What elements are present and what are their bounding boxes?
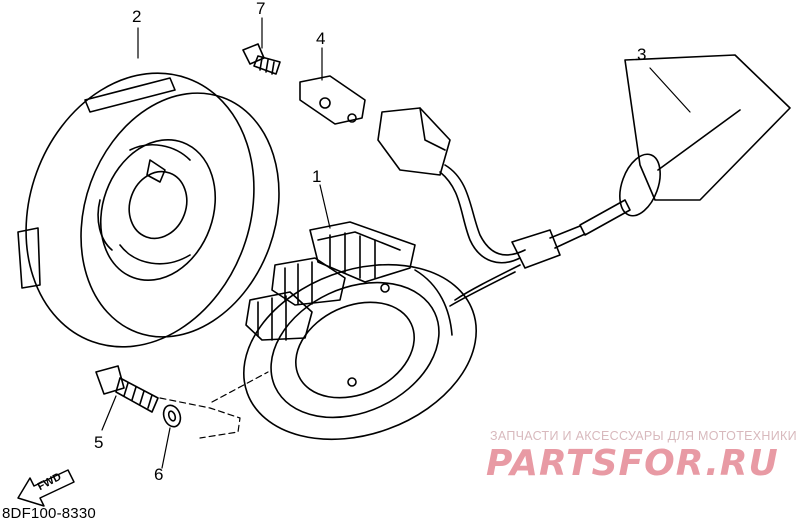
watermark-logo: PARTSFOR.RU [486, 443, 779, 484]
fwd-arrow-icon [17, 469, 75, 507]
washer-6 [162, 404, 182, 428]
connector-bracket [299, 75, 366, 125]
wire-harness [439, 164, 561, 307]
callout-3: 3 [637, 45, 647, 64]
callout-6: 6 [154, 465, 164, 484]
assembly-guide-lines [159, 371, 269, 439]
callout-4: 4 [316, 29, 326, 48]
watermark-caption: ЗАПЧАСТИ И АКСЕССУАРЫ ДЛЯ МОТОТЕХНИКИ [490, 429, 797, 443]
screw-7 [242, 43, 281, 75]
leader-lines [101, 17, 691, 469]
pickup-coil-part [549, 54, 791, 249]
callout-5: 5 [94, 433, 104, 452]
callout-2: 2 [132, 7, 142, 26]
bolt-5 [95, 365, 159, 413]
callout-1: 1 [312, 167, 322, 186]
diagram-code: 8DF100-8330 [2, 505, 96, 522]
stator-coil [243, 221, 477, 441]
coupler [377, 107, 451, 176]
flywheel-rotor [17, 72, 280, 348]
callout-7: 7 [256, 0, 266, 18]
